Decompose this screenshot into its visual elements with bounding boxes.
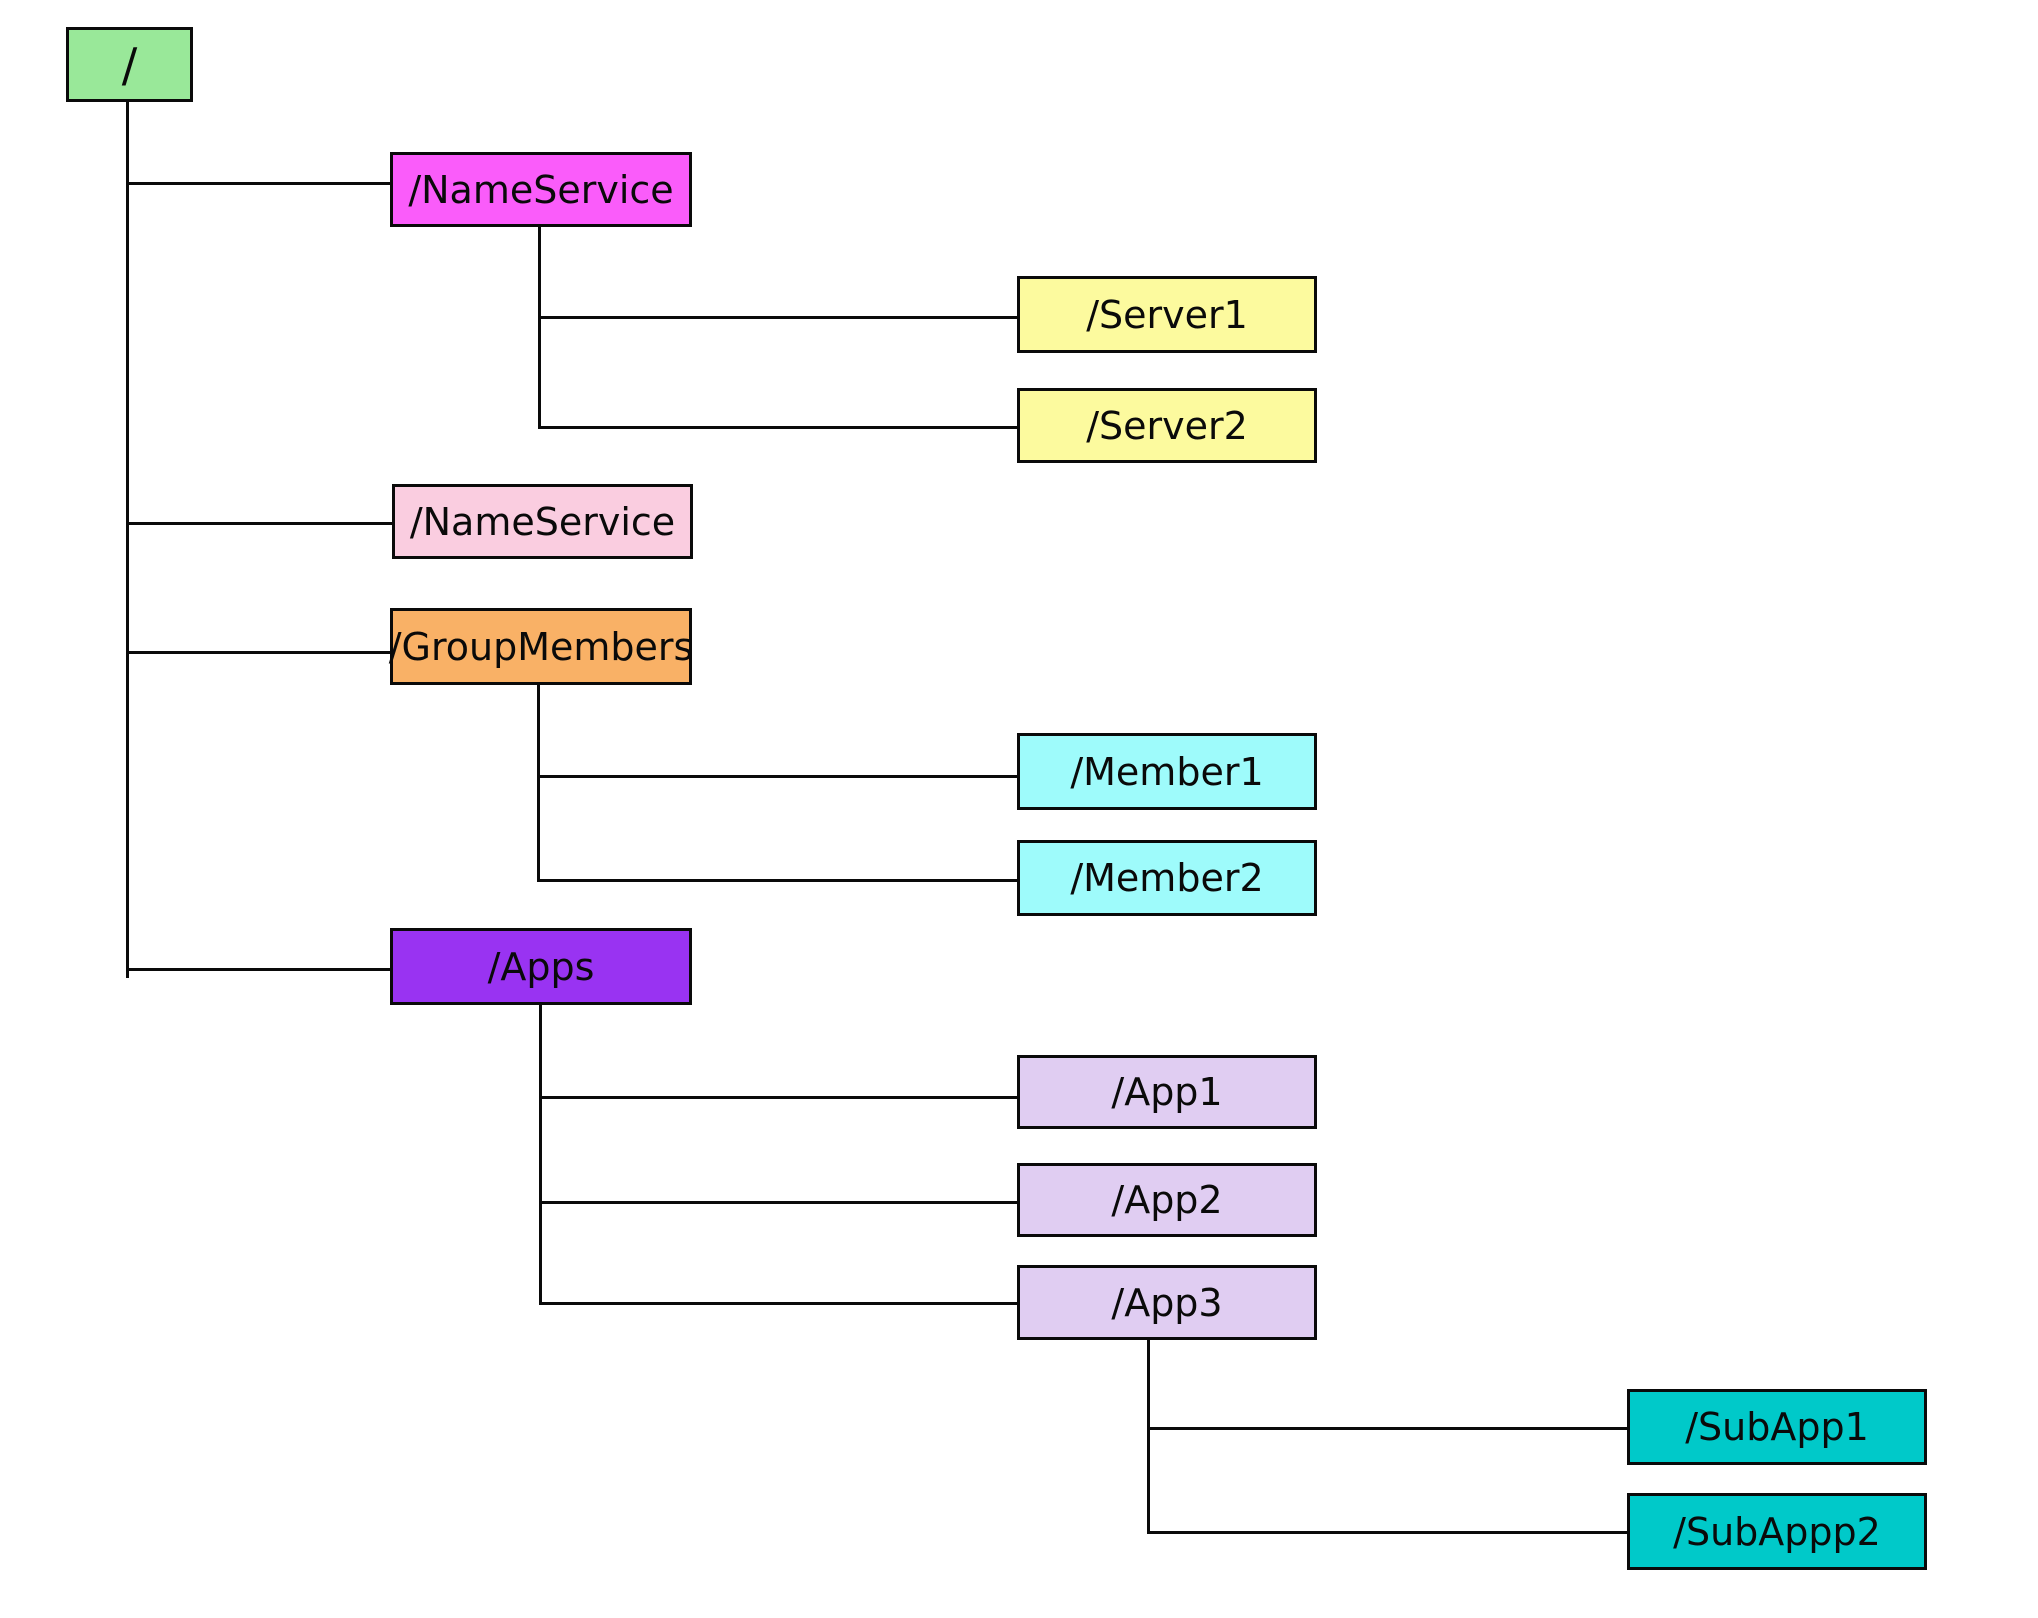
node-member1: /Member1 xyxy=(1017,733,1317,810)
edge-to-app2 xyxy=(539,1201,1017,1204)
edge-to-subappp2 xyxy=(1150,1531,1627,1534)
edge-to-server1 xyxy=(538,316,1017,319)
edge-to-app3 xyxy=(539,1302,1017,1305)
node-app1: /App1 xyxy=(1017,1055,1317,1129)
edge-root-to-nameservice-1 xyxy=(126,182,390,185)
node-subappp2: /SubAppp2 xyxy=(1627,1493,1927,1570)
node-app2: /App2 xyxy=(1017,1163,1317,1237)
edge-groupmembers-trunk xyxy=(537,685,540,882)
node-app3: /App3 xyxy=(1017,1265,1317,1340)
edge-root-to-nameservice-2 xyxy=(126,522,392,525)
node-nameservice-1: /NameService xyxy=(390,152,692,227)
edge-to-member2 xyxy=(540,879,1017,882)
node-server2: /Server2 xyxy=(1017,388,1317,463)
edge-to-server2 xyxy=(538,426,1017,429)
node-member2: /Member2 xyxy=(1017,840,1317,916)
edge-root-to-apps xyxy=(126,968,390,971)
node-root: / xyxy=(66,27,193,102)
node-groupmembers: /GroupMembers xyxy=(389,608,693,685)
node-nameservice-2: /NameService xyxy=(392,484,693,559)
edge-nameservice-1-trunk xyxy=(538,227,541,429)
node-server1: /Server1 xyxy=(1017,276,1317,353)
edge-to-subapp1 xyxy=(1147,1427,1627,1430)
edge-to-app1 xyxy=(539,1096,1017,1099)
edge-to-member1 xyxy=(537,775,1017,778)
edge-root-to-groupmembers xyxy=(126,651,390,654)
edge-app3-trunk xyxy=(1147,1340,1150,1534)
node-apps: /Apps xyxy=(390,928,692,1005)
edge-root-trunk xyxy=(126,102,129,978)
node-subapp1: /SubApp1 xyxy=(1627,1389,1927,1465)
edge-apps-trunk xyxy=(539,1005,542,1305)
